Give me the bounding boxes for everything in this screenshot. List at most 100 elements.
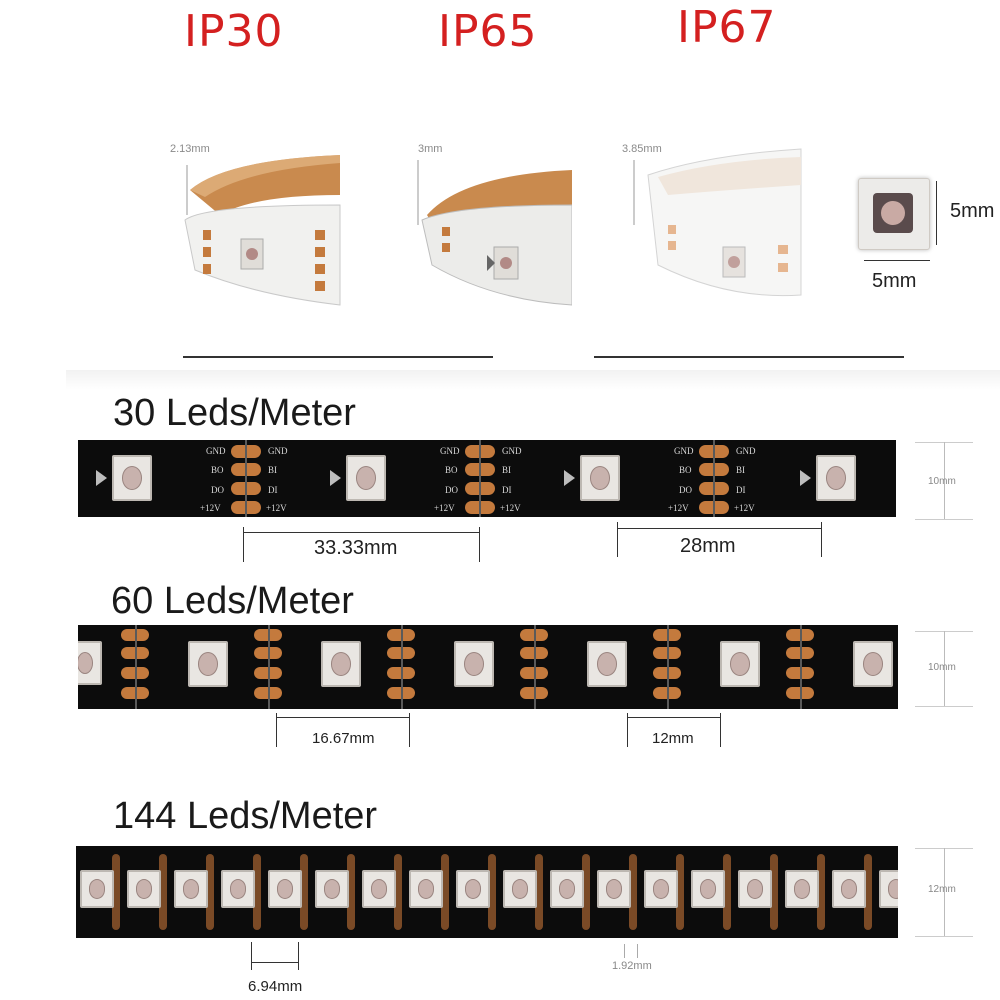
section-60-segment: 12mm (652, 730, 694, 747)
ip65-label: IP65 (438, 6, 538, 57)
led-chip (720, 641, 760, 687)
pad-label-12v: +12V (266, 503, 287, 513)
copper-pad (864, 854, 872, 930)
ip30-label: IP30 (184, 6, 284, 57)
section-60-pitch: 16.67mm (312, 730, 375, 747)
pad-label-bo: BO (679, 465, 692, 475)
section-30-heading: 30 Leds/Meter (113, 392, 356, 434)
section-60-heading: 60 Leds/Meter (111, 580, 354, 622)
copper-pad (535, 854, 543, 930)
led-chip (550, 870, 584, 908)
led-chip (879, 870, 898, 908)
led-chip (174, 870, 208, 908)
pad-label-do: DO (445, 485, 458, 495)
led-chip (832, 870, 866, 908)
pad-label-gnd: GND (440, 446, 460, 456)
led-chip (738, 870, 772, 908)
ip65-strip-photo (412, 135, 573, 315)
pad-label-bo: BO (445, 465, 458, 475)
pad-label-bi: BI (268, 465, 277, 475)
led-chip (785, 870, 819, 908)
led-chip-lens (881, 201, 905, 225)
pad-label-12v: +12V (200, 503, 221, 513)
led-chip (346, 455, 386, 501)
pad-label-bi: BI (736, 465, 745, 475)
led-chip (268, 870, 302, 908)
chip-side-dimension: 5mm (950, 200, 995, 222)
led-chip (321, 641, 361, 687)
pad-label-do: DO (679, 485, 692, 495)
divider-right (594, 356, 904, 358)
direction-arrow-icon (96, 470, 107, 486)
copper-pad (582, 854, 590, 930)
section-144-gap: 1.92mm (612, 960, 652, 972)
copper-pad (629, 854, 637, 930)
led-chip (221, 870, 255, 908)
chip-bottom-dimension: 5mm (872, 270, 917, 292)
chip-width-dimension-line (864, 260, 930, 261)
pitch-dimension-line (276, 717, 410, 718)
copper-pad (206, 854, 214, 930)
led-chip (580, 455, 620, 501)
copper-pad (347, 854, 355, 930)
strip-30-leds: GND BO DO +12V GND BI DI +12V GND BO DO … (78, 440, 896, 517)
section-30-segment: 28mm (680, 535, 736, 557)
pad-label-12v: +12V (434, 503, 455, 513)
ip30-thickness: 2.13mm (170, 143, 210, 155)
led-chip (315, 870, 349, 908)
pad-label-do: DO (211, 485, 224, 495)
ip67-label: IP67 (677, 2, 777, 53)
shaded-band (66, 370, 1000, 390)
strip-60-leds (78, 625, 898, 709)
section-30-pitch: 33.33mm (314, 537, 398, 559)
pad-label-bo: BO (211, 465, 224, 475)
led-chip (188, 641, 228, 687)
pad-label-di: DI (268, 485, 278, 495)
pitch-dimension-line (243, 532, 480, 533)
led-chip-closeup (858, 178, 930, 250)
pad-label-12v: +12V (668, 503, 689, 513)
copper-pad (253, 854, 261, 930)
copper-pad (723, 854, 731, 930)
ip67-strip-photo (618, 135, 803, 315)
led-chip (644, 870, 678, 908)
ip30-strip-photo (165, 135, 345, 315)
divider-left (183, 356, 493, 358)
copper-pad (112, 854, 120, 930)
section-60-width: 10mm (928, 662, 956, 673)
copper-pad (441, 854, 449, 930)
pad-label-gnd: GND (736, 446, 756, 456)
ip65-thickness: 3mm (418, 143, 443, 155)
section-144-heading: 144 Leds/Meter (113, 795, 378, 837)
led-chip (112, 455, 152, 501)
pad-label-gnd: GND (268, 446, 288, 456)
led-chip (78, 641, 102, 685)
led-chip (503, 870, 537, 908)
ip67-thickness: 3.85mm (622, 143, 662, 155)
led-chip (456, 870, 490, 908)
section-144-width: 12mm (928, 884, 956, 895)
copper-pad (159, 854, 167, 930)
segment-dimension-line (617, 528, 822, 529)
pad-label-bi: BI (502, 465, 511, 475)
copper-pad (488, 854, 496, 930)
copper-pad (394, 854, 402, 930)
strip-144-leds (76, 846, 898, 938)
led-chip (597, 870, 631, 908)
pad-label-gnd: GND (674, 446, 694, 456)
pitch-dimension-line (251, 962, 299, 963)
copper-pad (676, 854, 684, 930)
pad-label-gnd: GND (502, 446, 522, 456)
pad-label-12v: +12V (500, 503, 521, 513)
led-chip (409, 870, 443, 908)
chip-height-dimension-line (936, 181, 937, 245)
segment-dimension-line (627, 717, 721, 718)
led-chip (691, 870, 725, 908)
pad-label-di: DI (736, 485, 746, 495)
led-chip (362, 870, 396, 908)
section-30-width: 10mm (928, 476, 956, 487)
direction-arrow-icon (564, 470, 575, 486)
led-chip (816, 455, 856, 501)
copper-pad (300, 854, 308, 930)
led-chip (80, 870, 114, 908)
